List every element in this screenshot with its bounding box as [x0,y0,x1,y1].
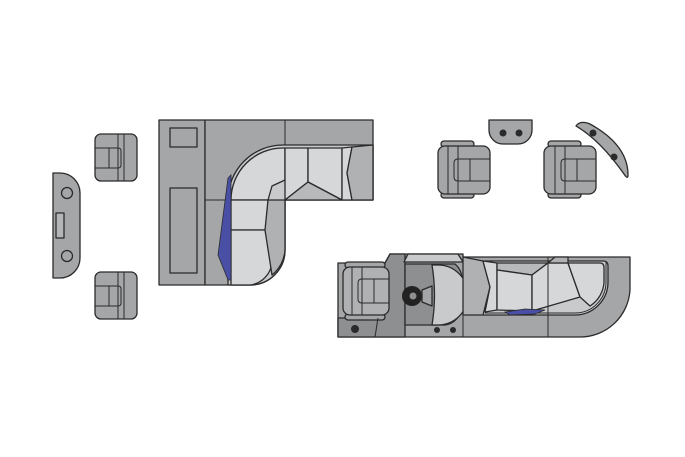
cup-holder-icon [589,129,597,137]
cup-holder-icon [499,129,507,137]
cup-holder-icon [610,153,618,161]
slot-icon [55,212,65,239]
hardware-icon [450,327,456,333]
accent-trim [217,174,232,281]
console-storage [169,187,198,274]
cup-table [488,119,533,145]
cup-holder-icon [60,249,74,263]
chair-left-top [94,133,138,182]
chair-right-2 [543,140,597,199]
side-table-left [52,172,81,279]
chair-left-bottom [94,271,138,320]
curved-table [575,121,629,178]
helm-sectional [337,253,631,338]
hardware-icon [434,327,440,333]
console-compartment [169,127,198,148]
accent-trim [503,308,546,316]
hardware-icon [351,325,359,333]
chair-right-1 [437,140,491,199]
cup-holder-icon [60,186,74,200]
l-sectional [158,119,374,286]
cup-holder-icon [515,129,523,137]
